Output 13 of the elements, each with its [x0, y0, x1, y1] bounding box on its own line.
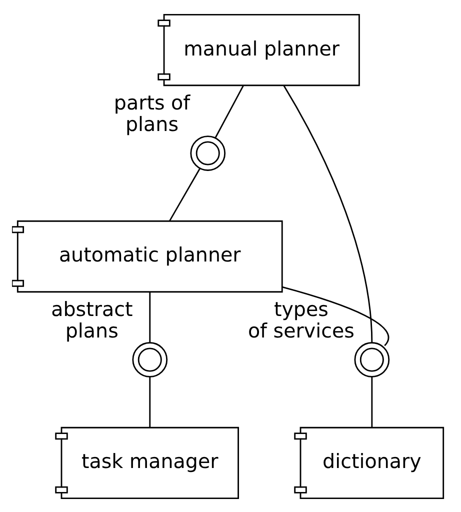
connector: [149, 291, 151, 342]
node-circle: [354, 342, 390, 377]
node-label: types of services: [248, 298, 354, 342]
connector: [283, 84, 373, 342]
connector: [214, 84, 244, 138]
node-circle: [190, 135, 226, 170]
node-circle: [132, 342, 168, 377]
connector: [149, 376, 151, 427]
node-label: abstract plans: [51, 298, 133, 342]
node-label: parts of plans: [114, 91, 190, 136]
connector: [169, 168, 200, 221]
connector: [282, 286, 389, 346]
connector: [371, 376, 373, 427]
